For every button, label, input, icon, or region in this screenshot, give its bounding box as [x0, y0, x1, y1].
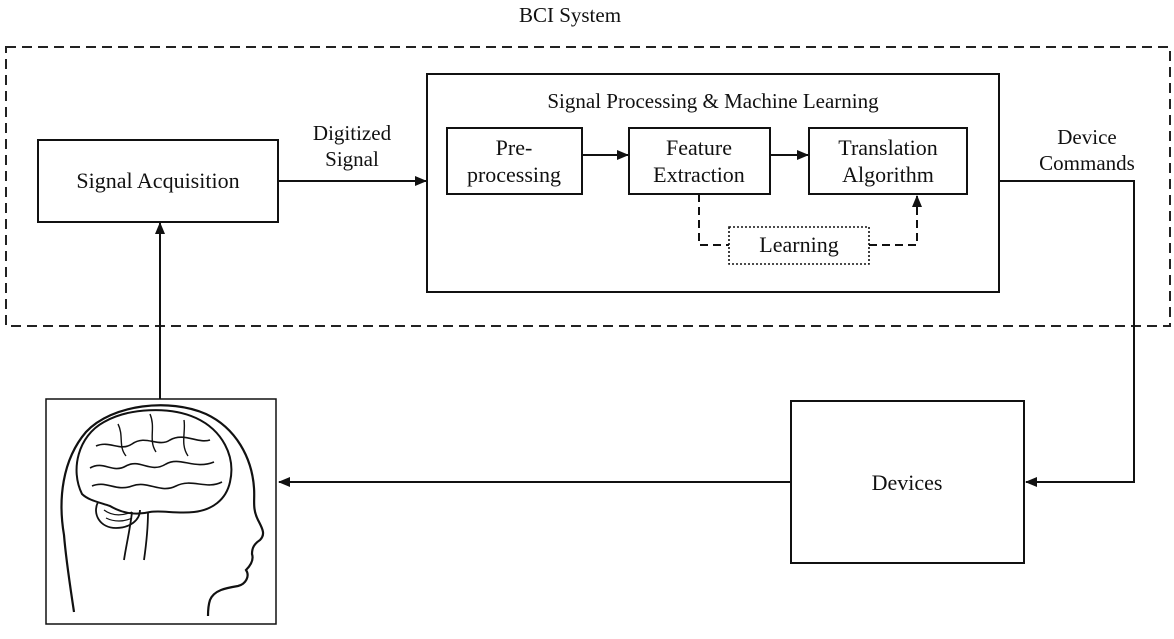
feature-extraction-label-line1: Feature [666, 135, 732, 160]
digitized-signal-label-line1: Digitized [313, 121, 392, 145]
devices-label: Devices [872, 470, 943, 495]
signal-acquisition-label: Signal Acquisition [76, 168, 239, 193]
human-head-with-brain-icon [45, 398, 277, 625]
preprocessing-label-line1: Pre- [496, 135, 533, 160]
preprocessing-label-line2: processing [467, 162, 561, 187]
translation-algorithm-block: Translation Algorithm [808, 127, 968, 195]
device-commands-label-line2: Commands [1039, 151, 1135, 175]
learning-label: Learning [759, 232, 838, 257]
learning-to-translation-dashed-arrow [869, 195, 922, 246]
feature-to-learning-dashed-path [698, 194, 729, 246]
diagram-title: BCI System [519, 3, 621, 27]
device-commands-arrow [999, 180, 1135, 487]
preprocessing-block: Pre- processing [446, 127, 583, 195]
learning-block: Learning [728, 226, 870, 265]
processing-group-title: Signal Processing & Machine Learning [547, 89, 879, 113]
translation-algorithm-label-line1: Translation [838, 135, 937, 160]
device-commands-label-line1: Device [1057, 125, 1116, 149]
translation-algorithm-label-line2: Algorithm [842, 162, 934, 187]
signal-acquisition-block: Signal Acquisition [37, 139, 279, 223]
devices-block: Devices [790, 400, 1025, 564]
feature-extraction-label-line2: Extraction [653, 162, 745, 187]
feature-extraction-block: Feature Extraction [628, 127, 771, 195]
digitized-signal-label-line2: Signal [325, 147, 379, 171]
bci-system-boundary [5, 46, 1171, 327]
